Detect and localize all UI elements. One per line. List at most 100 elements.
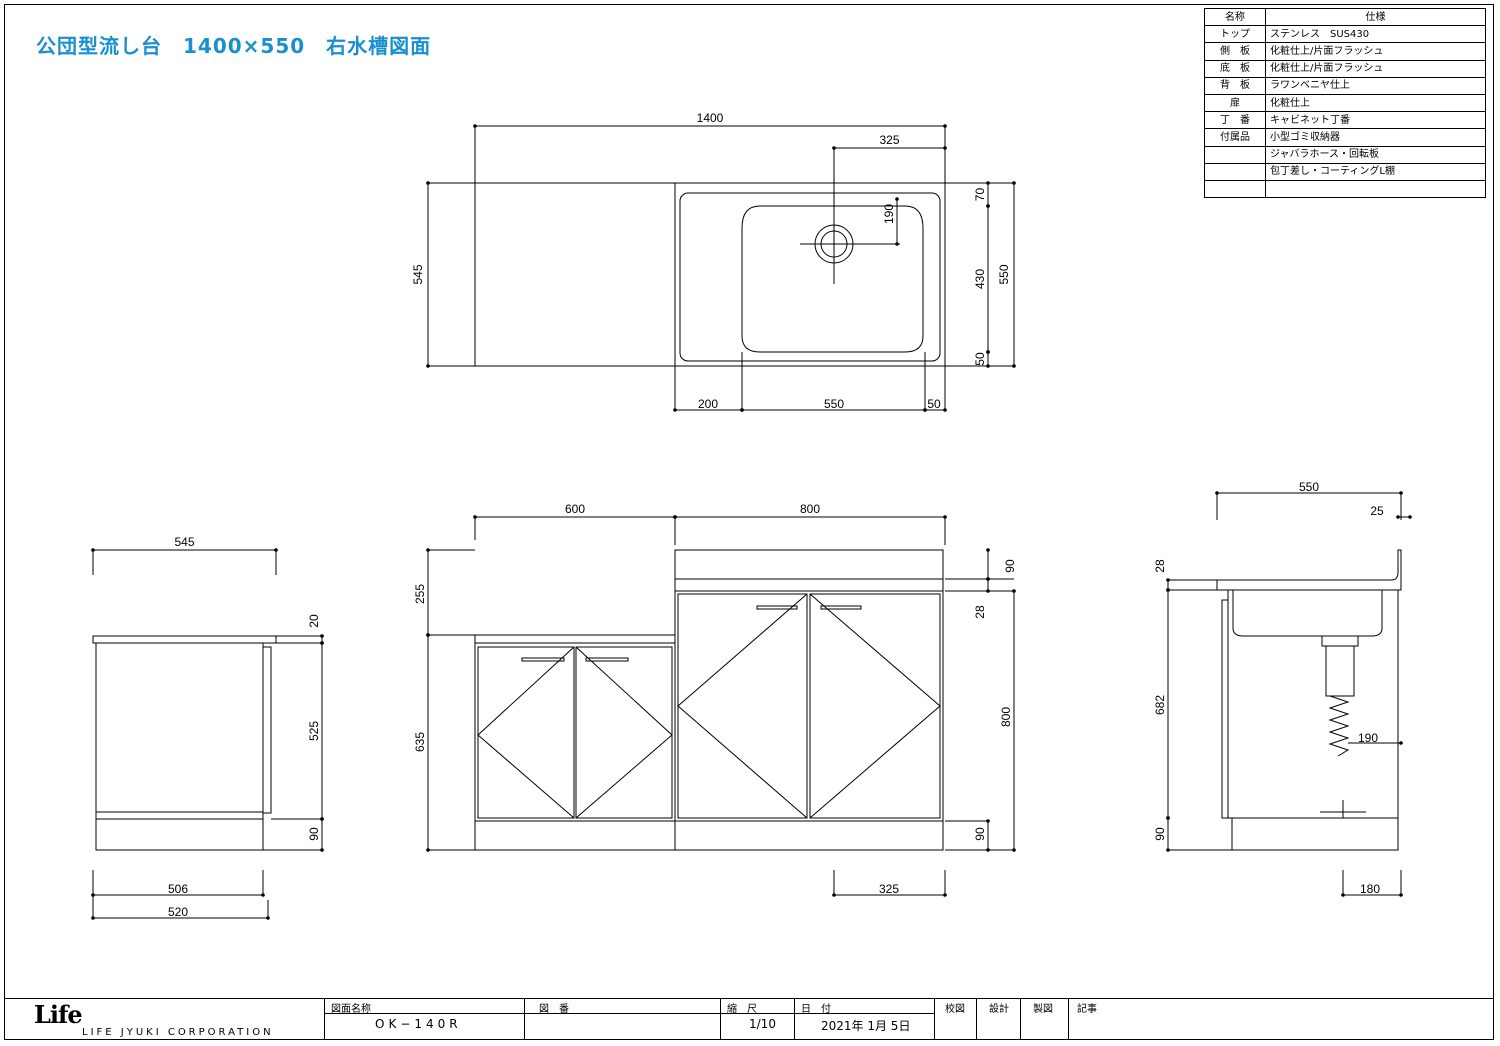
dimension-label: 90 [1153, 827, 1167, 841]
dimension-label: 255 [413, 584, 427, 604]
spec-table-row [1204, 179, 1486, 199]
dimension-label: 506 [168, 882, 188, 896]
dimension-endpoint [1166, 816, 1170, 820]
drain-pipe [1325, 645, 1355, 697]
dimension-label: 550 [824, 397, 844, 411]
dimension-label: 50 [927, 397, 941, 411]
dimension-label: 800 [999, 707, 1013, 727]
note-cell: 記事 [1068, 998, 1494, 1040]
front-right-plinth [674, 820, 944, 851]
scale-value: 1/10 [749, 1017, 776, 1031]
sink-basin-outer [679, 192, 941, 362]
side-left-cabinet [95, 642, 264, 820]
front-right-door-a [677, 593, 808, 819]
drawing-no-cell: 図 番 [524, 998, 720, 1040]
design-cell: 設計 [976, 998, 1020, 1040]
drawing-name-cell: 図面名称 OK−140R [324, 998, 524, 1040]
dimension-endpoint [895, 242, 899, 246]
scale-label: 縮 尺 [727, 1004, 757, 1015]
dimension-endpoint [986, 181, 990, 185]
date-label: 日 付 [801, 1004, 831, 1015]
drawing-name-label: 図面名称 [331, 1004, 371, 1015]
plan-outline [474, 182, 946, 367]
sink-bowl [741, 205, 924, 353]
drawing-name-value: OK−140R [375, 1017, 462, 1031]
spec-table-row: 扉化粧仕上 [1204, 93, 1486, 113]
door-handle [521, 657, 565, 662]
draft-label: 製図 [1033, 1004, 1053, 1015]
front-left-door-b-line [575, 646, 673, 819]
dimension-endpoint [943, 146, 947, 150]
dimension-endpoint [986, 204, 990, 208]
front-left-countertop [474, 634, 676, 644]
company-name: LIFE JYUKI CORPORATION [82, 1027, 274, 1038]
dimension-label: 28 [973, 605, 987, 619]
spec-table-row: ジャバラホース・回転板 [1204, 145, 1486, 164]
date-value: 2021年 1月 5日 [821, 1019, 911, 1033]
front-right-countertop [674, 578, 944, 592]
front-left-plinth [474, 820, 676, 851]
front-left-door-a-line [477, 646, 575, 819]
spec-table-row: 包丁差し・コーティングL棚 [1204, 162, 1486, 181]
dimension-label: 550 [1299, 480, 1319, 494]
date-cell: 日 付 2021年 1月 5日 [794, 998, 934, 1040]
side-left-countertop [92, 635, 277, 644]
dimension-label: 520 [168, 905, 188, 919]
spec-table-row: 底 板化粧仕上/片面フラッシュ [1204, 59, 1486, 78]
spec-row-spec [1265, 179, 1486, 199]
front-left-door-b [575, 646, 673, 819]
spec-table-row: 背 板ラワンベニヤ仕上 [1204, 76, 1486, 95]
side-left-back-panel [262, 646, 272, 814]
drawing-frame [4, 4, 1494, 1040]
front-right-door-b-line [809, 593, 941, 819]
dimension-label: 430 [973, 269, 987, 289]
front-right-backsplash [674, 549, 944, 580]
spec-table-row: トップステンレス SUS430 [1204, 25, 1486, 44]
side-right-countertop [1216, 549, 1402, 591]
front-left-cabinet [474, 642, 676, 822]
drawing-no-label: 図 番 [539, 1004, 569, 1015]
dimension-label: 635 [413, 732, 427, 752]
front-left-door-a [477, 646, 575, 819]
spec-header-spec: 仕様 [1265, 7, 1486, 27]
door-handle [820, 605, 862, 610]
company-logo: Life [34, 1000, 83, 1029]
dimension-label: 90 [1003, 559, 1017, 573]
dimension-endpoint [1396, 515, 1400, 519]
door-handle [585, 657, 629, 662]
dimension-label: 50 [973, 352, 987, 366]
dimension-label: 325 [879, 882, 899, 896]
dimension-endpoint [895, 197, 899, 201]
spec-table-row: 丁 番キャビネット丁番 [1204, 111, 1486, 130]
design-label: 設計 [989, 1004, 1009, 1015]
dimension-label: 200 [698, 397, 718, 411]
dimension-label: 190 [882, 204, 896, 224]
dimension-label: 545 [411, 264, 425, 284]
dimension-label: 1400 [697, 111, 724, 125]
dimension-label: 190 [1358, 731, 1378, 745]
dimension-label: 525 [307, 721, 321, 741]
check-cell: 校図 [934, 998, 976, 1040]
scale-cell: 縮 尺 1/10 [720, 998, 794, 1040]
dimension-label: 325 [879, 133, 899, 147]
dimension-label: 25 [1370, 504, 1384, 518]
dimension-endpoint [986, 548, 990, 552]
dimension-label: 20 [307, 614, 321, 628]
dimension-label: 600 [565, 502, 585, 516]
dimension-label: 90 [973, 827, 987, 841]
dimension-endpoint [986, 364, 990, 368]
side-right-plinth [1231, 817, 1399, 851]
dimension-label: 545 [174, 535, 194, 549]
dimension-endpoint [986, 350, 990, 354]
dimension-label: 90 [307, 827, 321, 841]
dimension-label: 550 [997, 264, 1011, 284]
side-left-plinth [95, 818, 264, 851]
side-right-sink-bowl [1232, 590, 1383, 637]
spec-table-row: 付属品小型ゴミ収納器 [1204, 128, 1486, 147]
dimension-label: 180 [1360, 882, 1380, 896]
drain-fitting [1321, 635, 1359, 647]
draft-cell: 製図 [1020, 998, 1068, 1040]
door-handle [756, 605, 798, 610]
